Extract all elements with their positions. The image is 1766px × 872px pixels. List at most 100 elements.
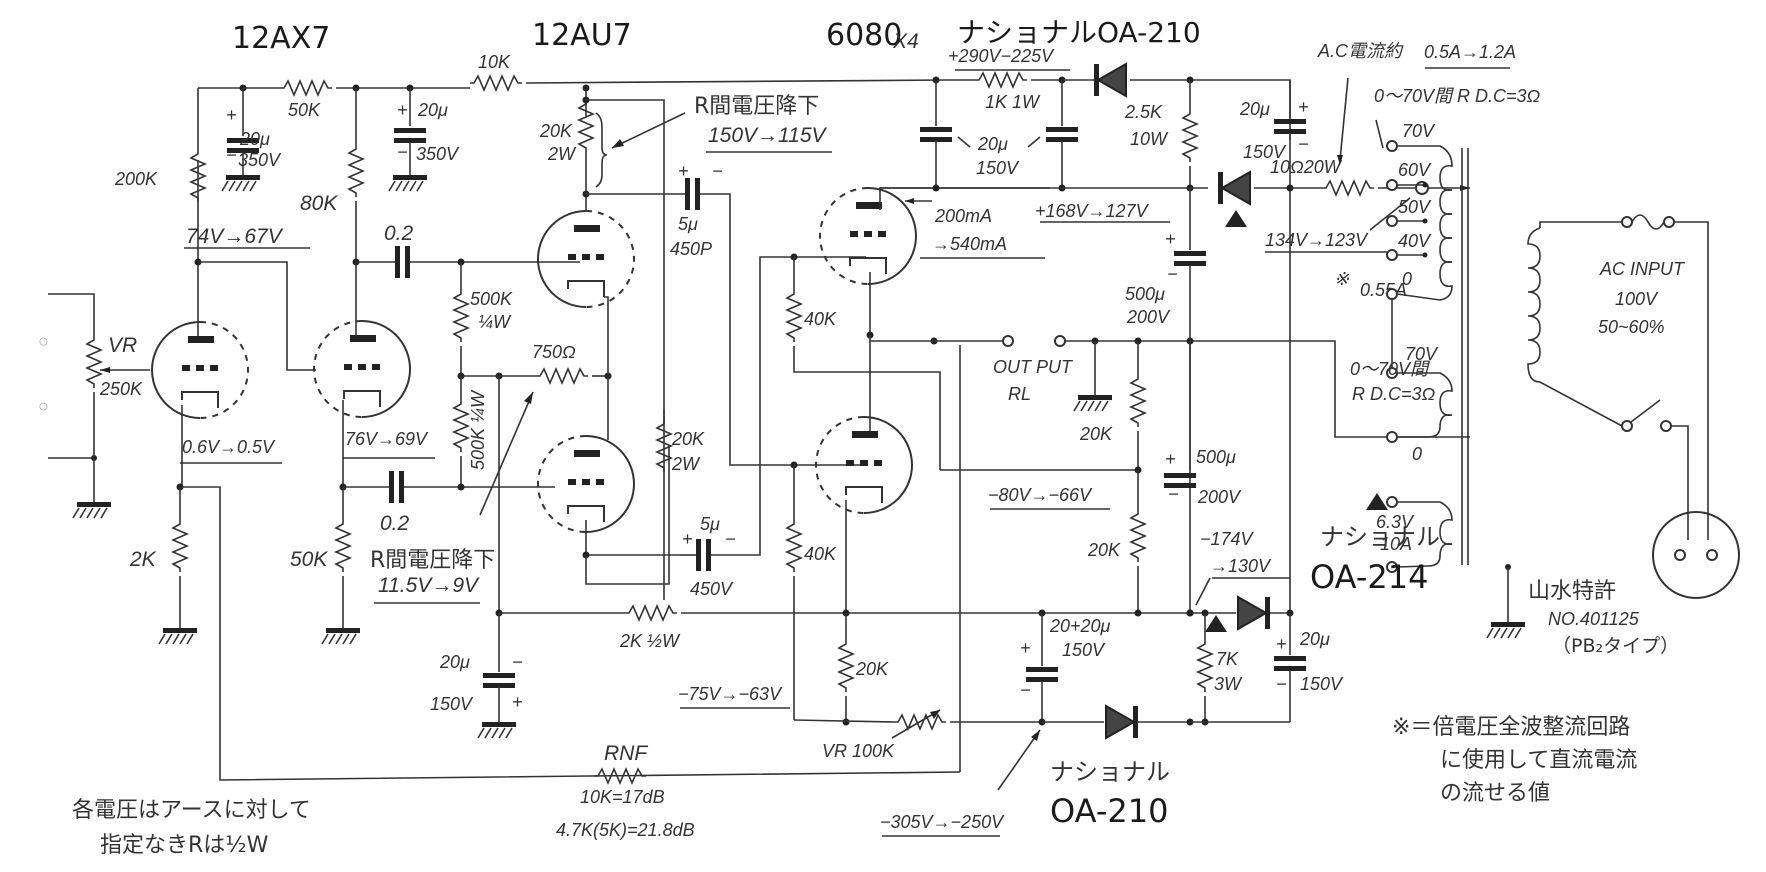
r-20k-2w-b-watt: 2W bbox=[671, 454, 701, 474]
resistor-2k-half-w: 2K ½W bbox=[499, 605, 1205, 651]
oa214-marker-icon bbox=[1225, 210, 1247, 227]
svg-text:−: − bbox=[512, 652, 523, 672]
resistor-750-ohm: 750Ω bbox=[461, 342, 608, 384]
r-750-label: 750Ω bbox=[532, 342, 576, 362]
tap-note-top: 0～70V間 R D.C=3Ω bbox=[1374, 86, 1541, 106]
svg-text:+: + bbox=[1165, 229, 1176, 249]
power-switch-icon bbox=[1630, 399, 1661, 423]
r-20k-2w-a-watt: 2W bbox=[547, 144, 577, 164]
heater-current: 10A bbox=[1380, 534, 1412, 554]
neg-174-voltage: −174V bbox=[1200, 529, 1255, 549]
patent-number: NO.401125 bbox=[1548, 609, 1640, 629]
svg-text:−: − bbox=[1276, 674, 1287, 694]
capacitor-20-20u-150v: + − 20+20μ 150V bbox=[1020, 613, 1111, 722]
tube-label-6080: 6080 bbox=[826, 18, 902, 53]
r-40k-b-label: 40K bbox=[804, 544, 837, 564]
r-200k-label: 200K bbox=[114, 169, 158, 189]
capacitor-20u-150v-right: + − 20μ 150V bbox=[1239, 80, 1309, 613]
c5u-bot-value: 5μ bbox=[700, 514, 720, 534]
r-20k-2w-b-label: 20K bbox=[671, 429, 705, 449]
vr-label: VR bbox=[108, 334, 137, 357]
r-1k-label: 1K 1W bbox=[985, 92, 1041, 112]
resistor-rnf: RNF 10K=17dB 4.7K(5K)=21.8dB bbox=[556, 742, 695, 840]
c-500u-b-voltage: 200V bbox=[1197, 487, 1242, 507]
note-right-2: に使用して直流電流 bbox=[1440, 748, 1637, 773]
note-left-2: 指定なきRは½W bbox=[100, 833, 269, 858]
vr-100k: VR 100K bbox=[822, 709, 1042, 761]
tube-v2a bbox=[537, 210, 635, 308]
c-20u-br-value: 20μ bbox=[1299, 629, 1330, 649]
input-jack: ○ ○ bbox=[38, 293, 97, 461]
ac-input-voltage: 100V bbox=[1615, 289, 1659, 309]
svg-text:−: − bbox=[1168, 484, 1179, 504]
tube-qty-label: X4 bbox=[892, 30, 919, 53]
r-40k-a-label: 40K bbox=[804, 309, 837, 329]
resistor-20k-2w-b: 20K 2W bbox=[656, 410, 705, 474]
c-20u-150v-voltage: 150V bbox=[430, 694, 474, 714]
neg-305-voltage: −305V→−250V bbox=[880, 812, 1005, 832]
ac-input-label: AC INPUT bbox=[1599, 259, 1686, 279]
resistor-20k-out-a: 20K bbox=[1079, 341, 1146, 470]
r-2-5k-watt: 10W bbox=[1130, 129, 1169, 149]
note-right-1: ※＝倍電圧全波整流回路 bbox=[1392, 715, 1630, 740]
capacitor-5u-450p: + − 5μ 450P bbox=[586, 161, 860, 466]
sec2-bot-tap: 0 bbox=[1412, 444, 1422, 464]
r-2k-label: 2K bbox=[129, 548, 157, 571]
svg-text:+: + bbox=[226, 105, 237, 125]
r-20k-out-a-label: 20K bbox=[1079, 424, 1113, 444]
tap-note-mid-2: R D.C=3Ω bbox=[1352, 384, 1436, 404]
resistor-2k: 2K bbox=[129, 487, 198, 645]
svg-text:+: + bbox=[512, 692, 523, 712]
resistor-40k-a: 40K bbox=[786, 257, 941, 470]
resistor-80k: 80K bbox=[300, 88, 364, 262]
r-20k-out-b-label: 20K bbox=[1087, 540, 1121, 560]
resistor-500k-b: 500K ¼W bbox=[453, 376, 488, 487]
current-idle: 200mA bbox=[934, 206, 992, 226]
v2-cathode-voltage: 76V→69V bbox=[345, 429, 429, 449]
r-500k-a-label: 500K bbox=[470, 289, 513, 309]
r-2-5k-label: 2.5K bbox=[1124, 102, 1163, 122]
output-transformer: 70V 60V 50V 40V 0 70V 0 0～70V間 R D.C=3Ω … bbox=[1350, 121, 1709, 639]
svg-text:+: + bbox=[678, 161, 689, 181]
c1-voltage: 350V bbox=[238, 150, 282, 170]
ac-current-range: 0.5A→1.2A bbox=[1424, 42, 1516, 62]
tap-40v: 40V bbox=[1398, 231, 1432, 251]
diode-top-label: ナショナルOA-210 bbox=[957, 16, 1201, 49]
vr-value: 250K bbox=[99, 379, 143, 399]
resistor-40k-b: 40K bbox=[786, 465, 837, 720]
capacitor-0-2-bottom: 0.2 bbox=[343, 471, 555, 535]
c5u-top-voltage: 450P bbox=[670, 239, 712, 259]
oa214-marker-icon-2 bbox=[1205, 615, 1227, 632]
neg-130-voltage: →130V bbox=[1210, 556, 1272, 576]
r-50k-bot-label: 50K bbox=[290, 548, 328, 571]
c-20u-150v-value: 20μ bbox=[439, 652, 470, 672]
diode-oa214-lower bbox=[1205, 596, 1290, 632]
oa214-note: ナショナル OA-214 bbox=[1310, 493, 1440, 596]
rnf-value-1: 10K=17dB bbox=[580, 787, 665, 807]
note-left-1: 各電圧はアースに対して bbox=[72, 798, 311, 823]
b-plus-mid-voltage: +168V→127V bbox=[1035, 201, 1150, 221]
diode-bottom-part: OA-210 bbox=[1050, 792, 1168, 830]
tap-60v: 60V bbox=[1398, 160, 1432, 180]
svg-text:+: + bbox=[397, 100, 408, 120]
ac-input-freq: 50~60% bbox=[1598, 317, 1665, 337]
c5u-bot-voltage: 450V bbox=[690, 579, 734, 599]
c-500u-a-voltage: 200V bbox=[1126, 307, 1171, 327]
tube-label-12au7: 12AU7 bbox=[532, 18, 632, 53]
r-7k-label: 7K bbox=[1216, 649, 1239, 669]
r-50k-top-label: 50K bbox=[288, 100, 321, 120]
c-20u-br-voltage: 150V bbox=[1300, 674, 1344, 694]
resistor-200k: 200K bbox=[114, 88, 206, 262]
r-80k-label: 80K bbox=[300, 192, 338, 215]
svg-text:+: + bbox=[1298, 97, 1309, 117]
r-500k-a-watt: ¼W bbox=[478, 312, 512, 332]
c-coupling-bot-label: 0.2 bbox=[380, 512, 410, 535]
volume-pot-vr: VR 250K bbox=[72, 334, 150, 519]
fuse-icon bbox=[1663, 216, 1675, 228]
heater-voltage: 6.3V bbox=[1376, 512, 1415, 532]
diode-oa210-bottom bbox=[1042, 705, 1190, 739]
svg-text:−: − bbox=[712, 161, 723, 181]
rnf-label: RNF bbox=[604, 742, 648, 765]
svg-text:+: + bbox=[1020, 638, 1031, 658]
